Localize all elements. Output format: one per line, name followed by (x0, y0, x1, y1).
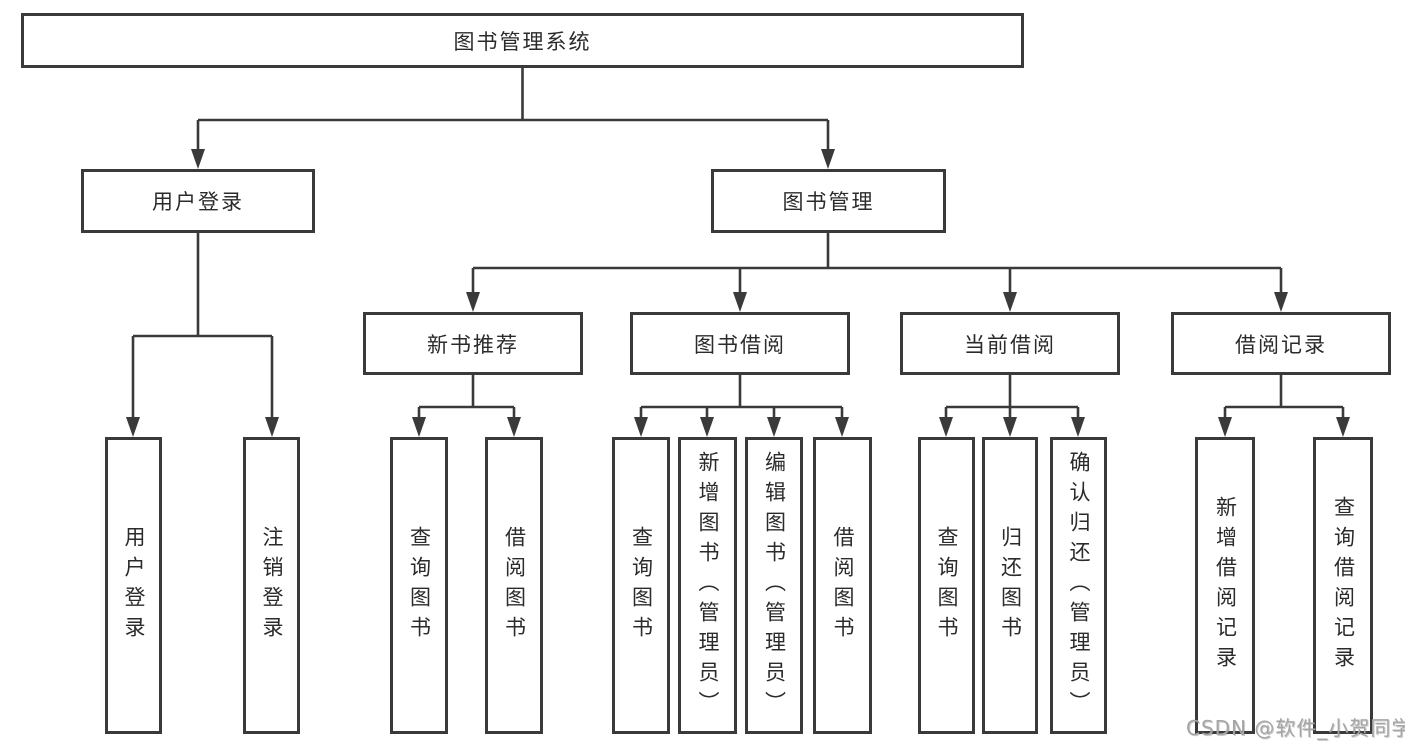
node-borrow-records: 借阅记录 (1171, 312, 1391, 375)
connector-bookborrow-to-leaves (639, 375, 844, 420)
leaf-add-borrow-record: 新增借阅记录 (1195, 437, 1255, 734)
leaf-borrow-borrow-book: 借阅图书 (813, 437, 872, 734)
connector-currentborrow-to-leaves (944, 375, 1080, 420)
leaf-user-login: 用户登录 (105, 437, 162, 734)
connector-bookmgmt-to-level3 (471, 233, 1283, 295)
leaf-newbooks-borrow-book: 借阅图书 (485, 437, 543, 734)
leaf-query-borrow-record: 查询借阅记录 (1313, 437, 1373, 734)
node-book-borrow: 图书借阅 (630, 312, 850, 375)
leaf-confirm-return-admin: 确认归还（管理员） (1050, 437, 1107, 734)
leaf-logout: 注销登录 (243, 437, 300, 734)
leaf-edit-book-admin: 编辑图书（管理员） (745, 437, 803, 734)
node-new-book-recommend: 新书推荐 (363, 312, 583, 375)
leaf-add-book-admin: 新增图书（管理员） (678, 437, 737, 734)
leaf-borrow-query-book: 查询图书 (612, 437, 670, 734)
connector-borrowrecords-to-leaves (1223, 375, 1345, 420)
leaf-return-book: 归还图书 (982, 437, 1038, 734)
connector-root-to-level2 (196, 68, 830, 152)
node-root: 图书管理系统 (21, 13, 1024, 68)
connector-userlogin-to-leaves (131, 233, 274, 420)
csdn-watermark: CSDN @软件_小贺同学 (1186, 716, 1405, 740)
leaf-current-query-book: 查询图书 (918, 437, 975, 734)
arrowheads (126, 149, 1350, 437)
node-user-login: 用户登录 (81, 169, 315, 233)
connector-newbooks-to-leaves (417, 375, 516, 420)
node-book-management: 图书管理 (711, 169, 946, 233)
node-current-borrow: 当前借阅 (900, 312, 1120, 375)
leaf-newbooks-query-book: 查询图书 (390, 437, 448, 734)
